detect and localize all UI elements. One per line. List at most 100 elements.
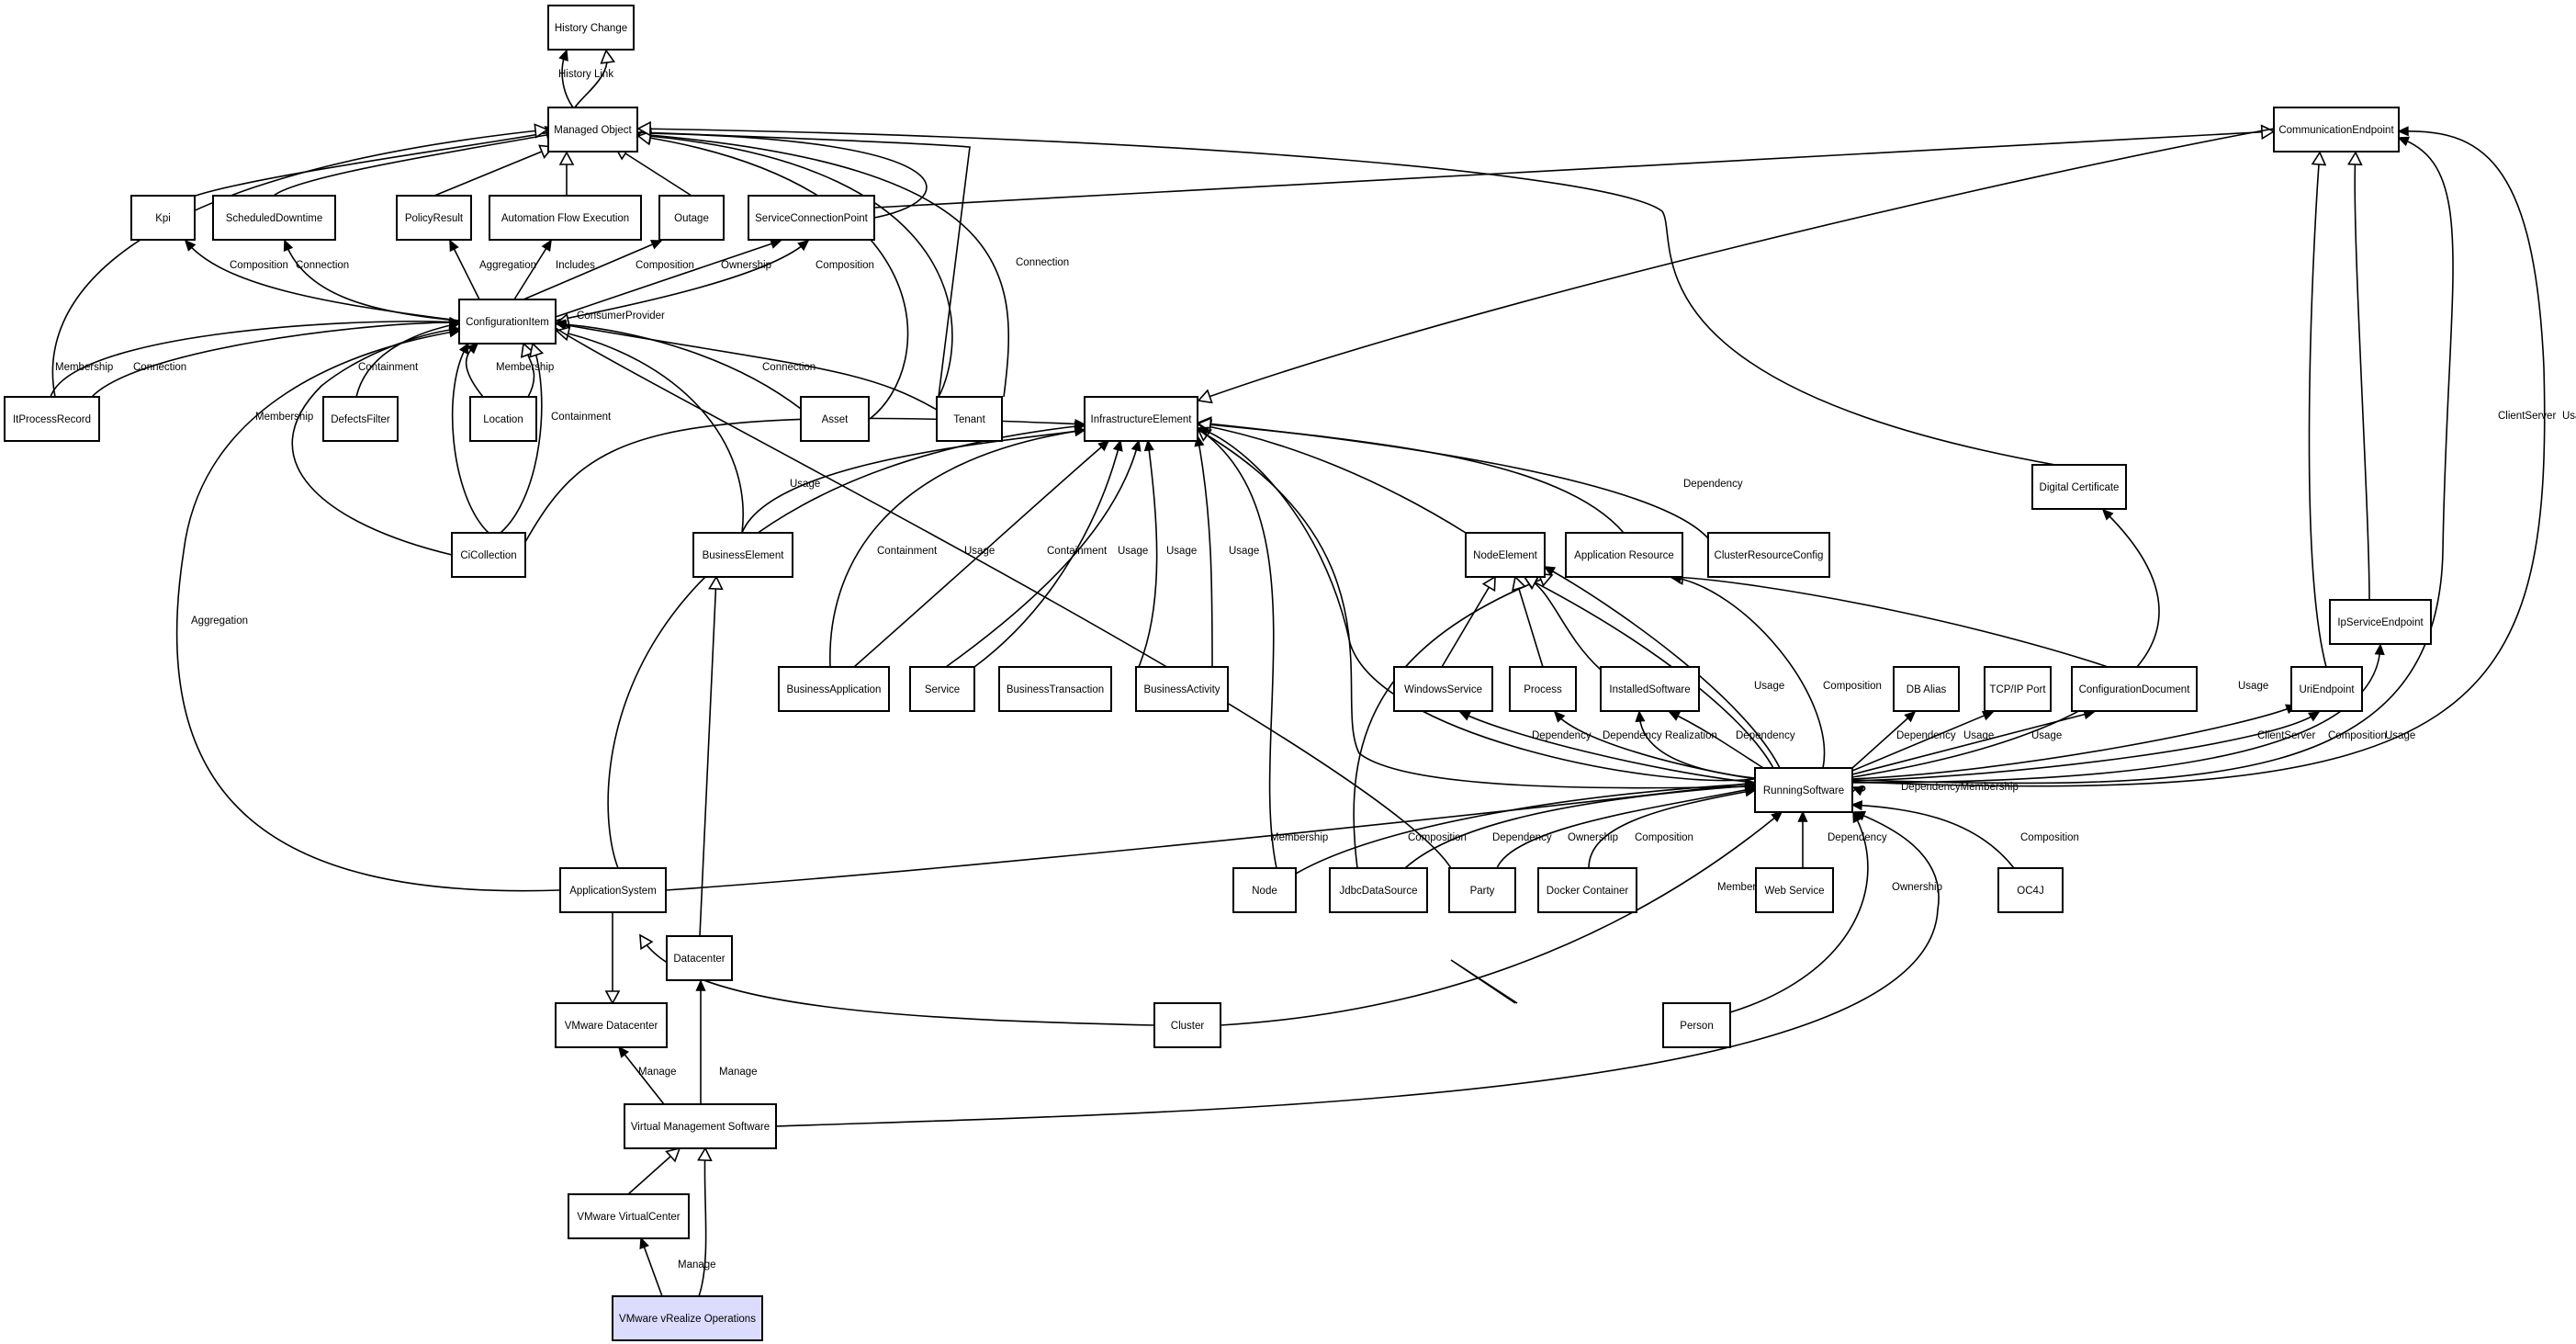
class-node-frame <box>489 195 642 241</box>
class-node-proc[interactable]: Process <box>1509 666 1577 712</box>
class-node-ie[interactable]: InfrastructureElement <box>1084 396 1198 442</box>
edge-line <box>175 330 561 892</box>
association-arrowhead <box>1851 786 1865 796</box>
edge-line <box>291 328 460 556</box>
class-node-as[interactable]: ApplicationSystem <box>559 867 667 913</box>
class-node-frame <box>458 299 557 344</box>
edge-e02 <box>574 49 615 108</box>
edge-label: Dependency <box>1736 730 1795 741</box>
class-node-wsvc[interactable]: Web Service <box>1755 867 1834 913</box>
class-node-ne[interactable]: NodeElement <box>1465 532 1546 578</box>
class-node-frame <box>1448 867 1516 913</box>
class-node-party[interactable]: Party <box>1448 867 1516 913</box>
association-arrowhead <box>1543 566 1557 577</box>
edge-line <box>637 133 1009 398</box>
class-node-dctr[interactable]: Datacenter <box>666 935 733 981</box>
class-node-ba[interactable]: BusinessApplication <box>778 666 890 712</box>
class-node-cd[interactable]: ConfigurationDocument <box>2071 666 2198 712</box>
class-node-scp[interactable]: ServiceConnectionPoint <box>748 195 875 241</box>
class-node-dc[interactable]: Digital Certificate <box>2031 464 2127 510</box>
class-node-per[interactable]: Person <box>1662 1002 1731 1048</box>
class-node-vms[interactable]: Virtual Management Software <box>624 1103 777 1149</box>
class-node-asset[interactable]: Asset <box>800 396 870 442</box>
class-node-rs[interactable]: RunningSoftware <box>1754 767 1853 813</box>
class-node-uri[interactable]: UriEndpoint <box>2290 666 2363 712</box>
class-node-ar[interactable]: Application Resource <box>1565 532 1683 578</box>
edge-line <box>1729 811 1869 1013</box>
association-arrowhead <box>1458 711 1472 721</box>
class-node-frame <box>658 195 725 241</box>
class-node-dba[interactable]: DB Alias <box>1893 666 1960 712</box>
edge-e88 <box>1450 959 1518 1004</box>
class-node-label: BusinessApplication <box>787 684 882 695</box>
class-node-ipse[interactable]: IpServiceEndpoint <box>2329 599 2432 645</box>
class-node-vro[interactable]: VMware vRealize Operations <box>612 1295 763 1341</box>
edge-label: ConsumerProvider <box>577 311 665 322</box>
class-node-vvc[interactable]: VMware VirtualCenter <box>568 1193 690 1239</box>
class-node-sd[interactable]: ScheduledDowntime <box>212 195 336 241</box>
class-node-label: Application Resource <box>1574 550 1674 561</box>
class-node-bact[interactable]: BusinessActivity <box>1135 666 1229 712</box>
edge-e16 <box>51 123 549 398</box>
class-node-ten[interactable]: Tenant <box>936 396 1003 442</box>
class-node-oc4j[interactable]: OC4J <box>1997 867 2064 913</box>
edge-line <box>523 240 662 300</box>
class-node-vdc[interactable]: VMware Datacenter <box>555 1002 668 1048</box>
class-node-loc[interactable]: Location <box>469 396 537 442</box>
edge-line <box>637 135 909 420</box>
association-arrowhead <box>1852 810 1862 824</box>
class-node-label: VMware VirtualCenter <box>577 1212 680 1223</box>
class-node-label: Automation Flow Execution <box>501 213 629 224</box>
class-node-crc[interactable]: ClusterResourceConfig <box>1707 532 1830 578</box>
edge-line <box>284 240 460 322</box>
edge-e71: Composition <box>1851 711 2387 782</box>
class-node-ce[interactable]: CommunicationEndpoint <box>2273 107 2400 152</box>
edge-e65: Realization <box>1635 710 1756 779</box>
class-node-bt[interactable]: BusinessTransaction <box>998 666 1112 712</box>
edge-label: Usage <box>2562 411 2576 422</box>
class-node-be[interactable]: BusinessElement <box>692 532 793 578</box>
edge-line <box>1851 804 2015 869</box>
edge-label: Membership <box>1270 832 1328 843</box>
class-node-ws[interactable]: WindowsService <box>1393 666 1493 712</box>
class-node-label: CommunicationEndpoint <box>2278 125 2394 136</box>
class-node-hc[interactable]: History Change <box>547 5 635 51</box>
class-node-label: VMware vRealize Operations <box>619 1314 756 1325</box>
association-arrowhead <box>617 1045 630 1058</box>
class-node-node[interactable]: Node <box>1232 867 1297 913</box>
class-node-cic[interactable]: CiCollection <box>451 532 526 578</box>
association-arrowhead <box>1850 800 1863 811</box>
edge-label: Usage <box>790 479 820 490</box>
edge-label: Usage <box>1963 730 1994 741</box>
class-node-frame <box>1509 666 1577 712</box>
class-node-itp[interactable]: ItProcessRecord <box>4 396 100 442</box>
class-node-out[interactable]: Outage <box>658 195 725 241</box>
edge-label: Membership <box>496 362 554 373</box>
edge-line <box>637 134 953 398</box>
class-node-tcp[interactable]: TCP/IP Port <box>1984 666 2052 712</box>
class-node-df[interactable]: DefectsFilter <box>322 396 399 442</box>
edge-e91 <box>699 575 724 937</box>
class-node-kpi[interactable]: Kpi <box>130 195 196 241</box>
class-node-clu[interactable]: Cluster <box>1153 1002 1221 1048</box>
class-node-jds[interactable]: JdbcDataSource <box>1329 867 1428 913</box>
edge-e74: ClientServer <box>1851 136 2556 785</box>
class-node-svc[interactable]: Service <box>909 666 975 712</box>
edge-e50 <box>1197 426 1756 782</box>
class-node-pr[interactable]: PolicyResult <box>396 195 472 241</box>
class-node-is[interactable]: InstalledSoftware <box>1600 666 1700 712</box>
edge-label: Manage <box>678 1259 716 1271</box>
class-node-frame <box>1537 867 1637 913</box>
edge-e07 <box>613 146 692 197</box>
class-node-frame <box>1084 396 1198 442</box>
class-node-ci[interactable]: ConfigurationItem <box>458 299 557 344</box>
class-node-frame <box>1984 666 2052 712</box>
class-node-afe[interactable]: Automation Flow Execution <box>489 195 642 241</box>
edge-e44: Usage <box>1135 439 1197 674</box>
class-node-label: BusinessTransaction <box>1007 684 1104 695</box>
edge-label: Dependency <box>1828 832 1887 843</box>
association-arrowhead <box>1097 439 1110 452</box>
class-node-dock[interactable]: Docker Container <box>1537 867 1637 913</box>
class-node-mo[interactable]: Managed Object <box>547 107 638 152</box>
edge-e86 <box>604 912 621 1005</box>
